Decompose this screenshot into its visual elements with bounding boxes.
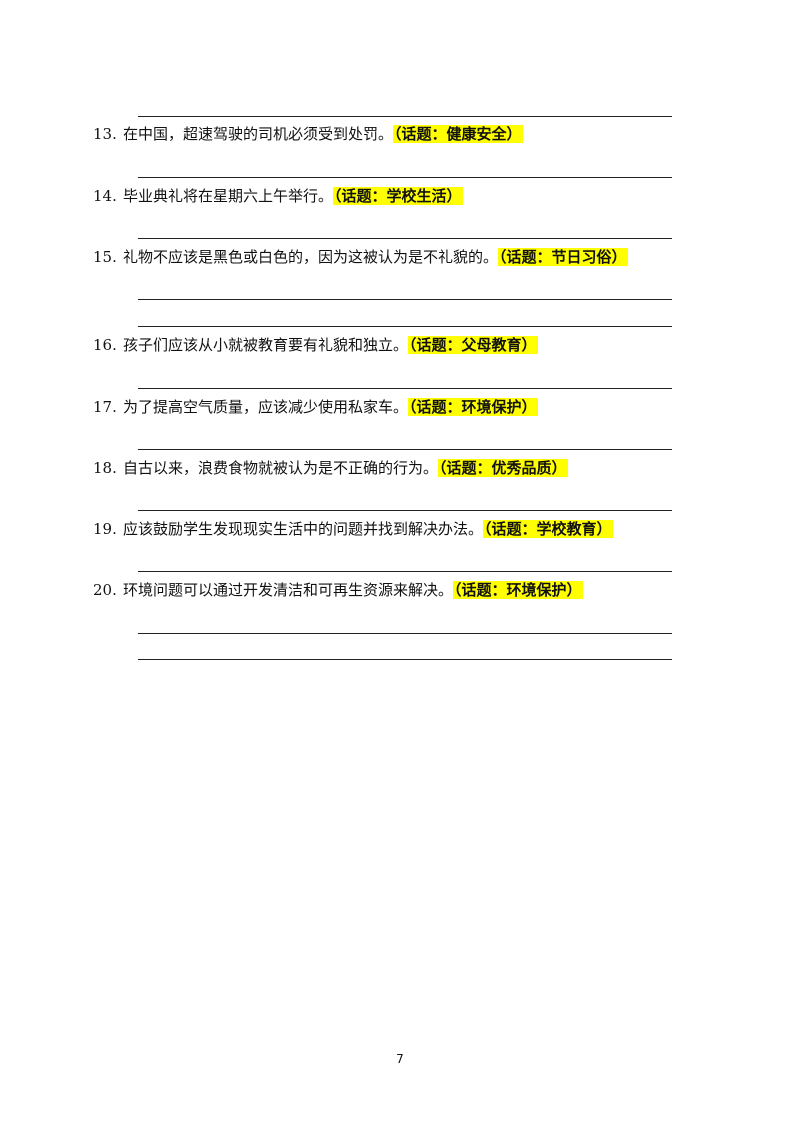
question-19: 19. 应该鼓励学生发现现实生活中的问题并找到解决办法。（话题：学校教育） — [93, 519, 613, 539]
topic-tag: （话题：节日习俗） — [498, 248, 628, 266]
question-text: 为了提高空气质量，应该减少使用私家车。 — [123, 398, 409, 416]
question-number: 13. — [93, 125, 117, 143]
question-16: 16. 孩子们应该从小就被教育要有礼貌和独立。（话题：父母教育） — [93, 335, 538, 355]
question-text: 应该鼓励学生发现现实生活中的问题并找到解决办法。 — [123, 520, 484, 538]
answer-line — [138, 177, 672, 178]
topic-tag: （话题：学校教育） — [483, 520, 613, 538]
topic-tag: （话题：优秀品质） — [438, 459, 568, 477]
question-number: 16. — [93, 336, 117, 354]
question-number: 17. — [93, 398, 117, 416]
question-20: 20. 环境问题可以通过开发清洁和可再生资源来解决。（话题：环境保护） — [93, 580, 583, 600]
question-14: 14. 毕业典礼将在星期六上午举行。（话题：学校生活） — [93, 186, 463, 206]
answer-line — [138, 449, 672, 450]
answer-line — [138, 659, 672, 660]
answer-line — [138, 238, 672, 239]
page-number: 7 — [396, 1052, 404, 1066]
topic-tag: （话题：环境保护） — [453, 581, 583, 599]
topic-tag: （话题：学校生活） — [333, 187, 463, 205]
topic-tag: （话题：健康安全） — [393, 125, 523, 143]
topic-tag: （话题：父母教育） — [408, 336, 538, 354]
question-number: 14. — [93, 187, 117, 205]
question-text: 毕业典礼将在星期六上午举行。 — [123, 187, 334, 205]
topic-tag: （话题：环境保护） — [408, 398, 538, 416]
answer-line — [138, 116, 672, 117]
question-number: 18. — [93, 459, 117, 477]
question-number: 20. — [93, 581, 117, 599]
question-number: 15. — [93, 248, 117, 266]
question-text: 环境问题可以通过开发清洁和可再生资源来解决。 — [123, 581, 454, 599]
question-number: 19. — [93, 520, 117, 538]
answer-line — [138, 571, 672, 572]
question-text: 在中国，超速驾驶的司机必须受到处罚。 — [123, 125, 394, 143]
question-text: 孩子们应该从小就被教育要有礼貌和独立。 — [123, 336, 409, 354]
question-17: 17. 为了提高空气质量，应该减少使用私家车。（话题：环境保护） — [93, 397, 538, 417]
answer-line — [138, 299, 672, 300]
question-text: 礼物不应该是黑色或白色的，因为这被认为是不礼貌的。 — [123, 248, 499, 266]
question-15: 15. 礼物不应该是黑色或白色的，因为这被认为是不礼貌的。（话题：节日习俗） — [93, 247, 628, 267]
question-13: 13. 在中国，超速驾驶的司机必须受到处罚。（话题：健康安全） — [93, 124, 523, 144]
answer-line — [138, 388, 672, 389]
question-text: 自古以来，浪费食物就被认为是不正确的行为。 — [123, 459, 439, 477]
answer-line — [138, 633, 672, 634]
question-18: 18. 自古以来，浪费食物就被认为是不正确的行为。（话题：优秀品质） — [93, 458, 568, 478]
answer-line — [138, 510, 672, 511]
answer-line — [138, 326, 672, 327]
